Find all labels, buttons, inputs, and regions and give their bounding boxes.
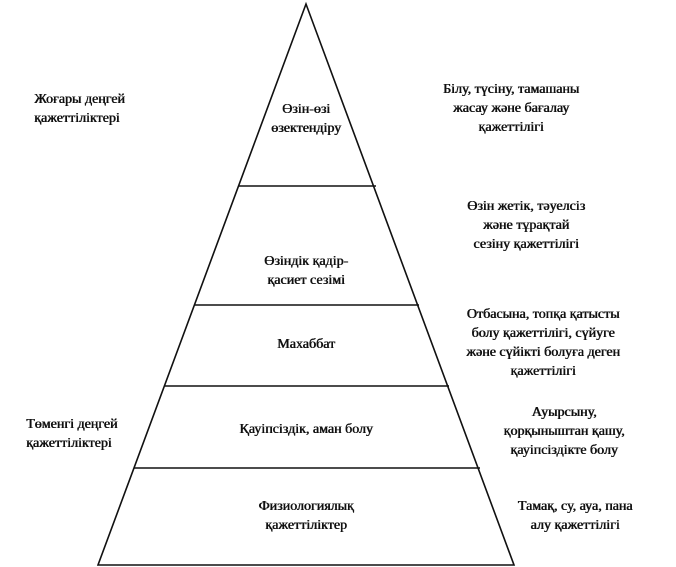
description-line: болу қажеттілігі, сүйуге — [471, 326, 615, 341]
description-safety: Ауырсыну, қорқыныштан қашу, қауіпсіздікт… — [474, 403, 654, 460]
description-line: Білу, түсіну, тамашаны — [442, 82, 580, 97]
description-line: Отбасына, топқа қатысты — [466, 307, 620, 322]
description-line: қорқыныштан қашу, — [503, 424, 625, 439]
level-name-line: Қауіпсіздік, аман болу — [239, 422, 373, 437]
description-physiological: Тамақ, су, ауа, пана алу қажеттілігі — [485, 497, 665, 535]
level-name-line: қасиет сезімі — [267, 273, 345, 288]
level-name-line: өзектендіру — [270, 121, 341, 136]
bottom-label-line: қажеттіліктері — [26, 436, 112, 451]
description-self-esteem: Өзін жетік, тәуелсіз және тұрақтай сезін… — [436, 197, 616, 254]
level-name-line: Өзіндік қадір- — [263, 254, 349, 269]
description-line: Тамақ, су, ауа, пана — [517, 499, 633, 514]
level-name-safety: Қауіпсіздік, аман болу — [221, 420, 391, 439]
description-love: Отбасына, топқа қатысты болу қажеттілігі… — [438, 305, 648, 381]
top-label-line: Жоғары деңгей — [34, 92, 125, 107]
description-line: Ауырсыну, — [531, 405, 597, 420]
level-name-line: Физиологиялық — [258, 499, 354, 514]
description-line: Өзін жетік, тәуелсіз — [466, 199, 585, 214]
level-name-line: Өзін-өзі — [281, 102, 331, 117]
description-self-actualization: Білу, түсіну, тамашаны жасау және бағала… — [411, 80, 611, 137]
bottom-level-needs-label: Төменгі деңгей қажеттіліктері — [26, 415, 117, 453]
top-level-needs-label: Жоғары деңгей қажеттіліктері — [34, 90, 125, 128]
description-line: қауіпсіздікте болу — [510, 443, 618, 458]
level-name-line: қажеттіліктер — [265, 518, 347, 533]
description-line: және сүйікті болуға деген — [466, 345, 620, 360]
pyramid-outline — [96, 1, 516, 566]
level-name-physiological: Физиологиялық қажеттіліктер — [246, 497, 366, 535]
level-name-self-esteem: Өзіндік қадір- қасиет сезімі — [246, 252, 366, 290]
level-name-love: Махаббат — [256, 335, 356, 354]
description-line: жасау және бағалау — [452, 101, 570, 116]
description-line: қажеттілігі — [478, 120, 544, 135]
level-name-line: Махаббат — [277, 337, 335, 352]
top-label-line: қажеттіліктері — [34, 111, 120, 126]
description-line: қажеттілігі — [510, 364, 576, 379]
description-line: сезіну қажеттілігі — [473, 237, 579, 252]
bottom-label-line: Төменгі деңгей — [26, 417, 118, 432]
description-line: және тұрақтай — [482, 218, 570, 233]
level-name-self-actualization: Өзін-өзі өзектендіру — [256, 100, 356, 138]
description-line: алу қажеттілігі — [530, 518, 620, 533]
